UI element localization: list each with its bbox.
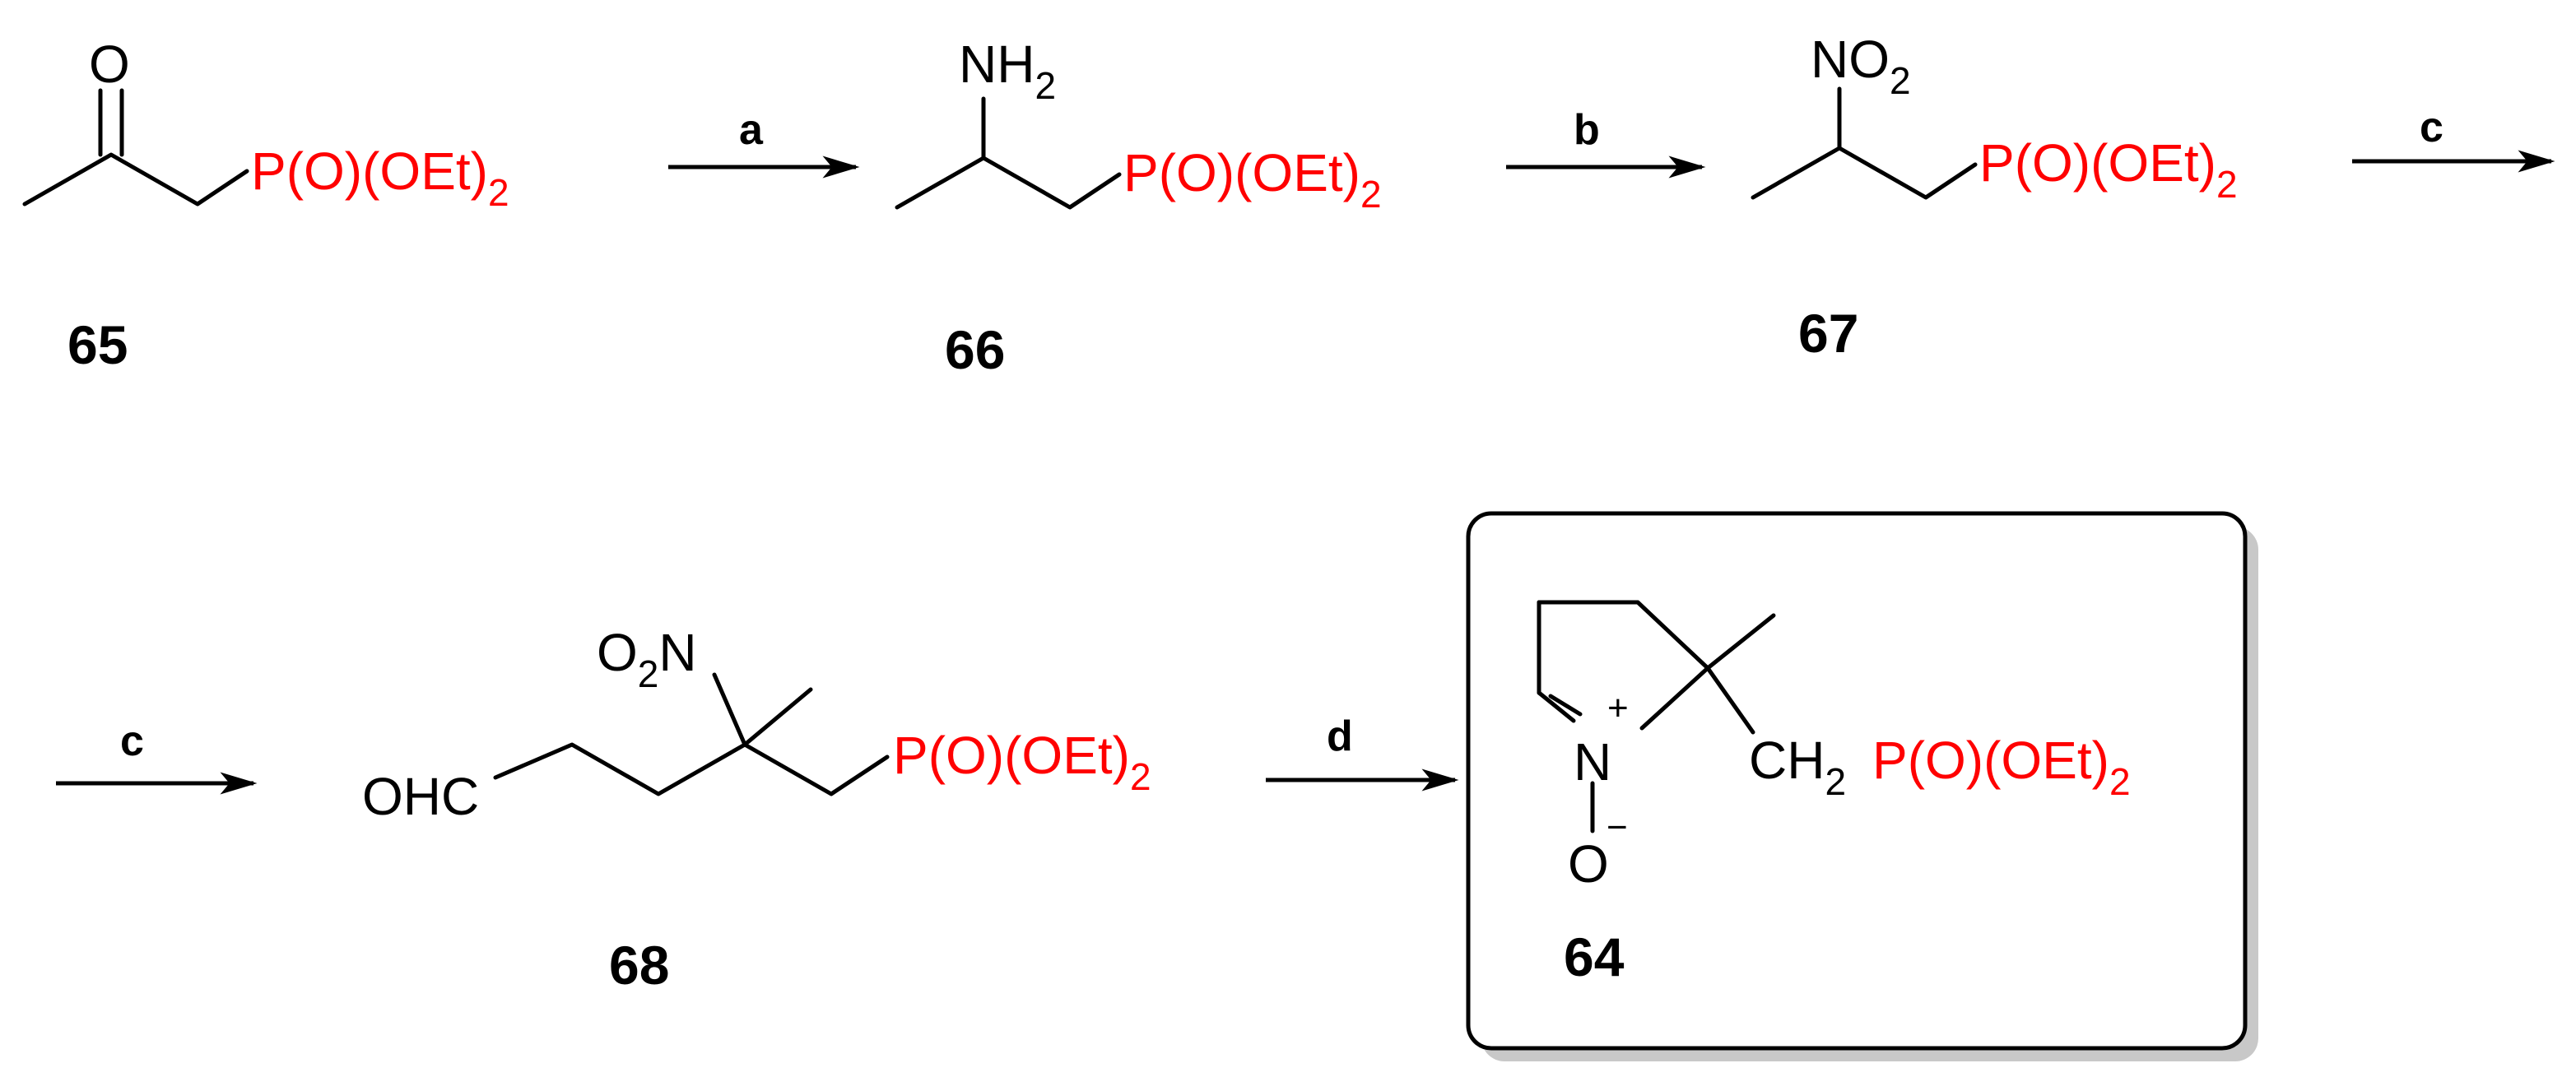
- reaction-arrow-c-row2: c: [56, 717, 258, 795]
- reaction-arrow-a: a: [668, 106, 860, 179]
- compound-number-64: 64: [1564, 926, 1625, 987]
- aldehyde-label: OHC: [362, 767, 479, 826]
- amine-label: NH2: [959, 35, 1056, 107]
- phosphonate-label: P(O)(OEt)2: [1123, 143, 1382, 216]
- compound-64-structure: N + O − CH2 P(O)(OEt)2: [1537, 600, 2131, 894]
- reagent-label-b: b: [1574, 106, 1600, 154]
- product-box: [1466, 511, 2258, 1061]
- compound-number-68: 68: [609, 935, 669, 996]
- negative-charge-label: −: [1607, 807, 1628, 847]
- compound-number-66: 66: [945, 319, 1005, 380]
- carbonyl-oxygen-label: O: [89, 35, 130, 94]
- compound-66-structure: NH2 P(O)(OEt)2: [895, 35, 1382, 216]
- compound-68-structure: OHC O2N P(O)(OEt)2: [362, 623, 1151, 826]
- compound-65-structure: O P(O)(OEt)2: [22, 35, 509, 214]
- reaction-arrow-c-row1: c: [2352, 104, 2555, 173]
- phosphonate-label: P(O)(OEt)2: [893, 726, 1151, 798]
- reaction-arrow-b: b: [1506, 106, 1706, 179]
- ring-nitrogen-label: N: [1574, 732, 1611, 792]
- methylene-label: CH2: [1749, 731, 1846, 803]
- reagent-label-d: d: [1327, 713, 1353, 760]
- compound-number-67: 67: [1798, 303, 1858, 364]
- compound-67-structure: NO2 P(O)(OEt)2: [1751, 30, 2238, 206]
- nitro-label: NO2: [1811, 30, 1911, 102]
- reagent-label-c: c: [120, 717, 144, 765]
- nitro-label: O2N: [597, 623, 697, 695]
- phosphonate-label: P(O)(OEt)2: [1979, 133, 2238, 206]
- reaction-arrow-d: d: [1266, 713, 1459, 792]
- phosphonate-label: P(O)(OEt)2: [1872, 731, 2131, 803]
- compound-number-65: 65: [67, 314, 128, 375]
- phosphonate-label: P(O)(OEt)2: [251, 142, 509, 214]
- positive-charge-label: +: [1607, 688, 1629, 728]
- n-oxide-oxygen-label: O: [1568, 834, 1609, 894]
- reagent-label-c: c: [2420, 104, 2443, 151]
- reagent-label-a: a: [739, 106, 764, 154]
